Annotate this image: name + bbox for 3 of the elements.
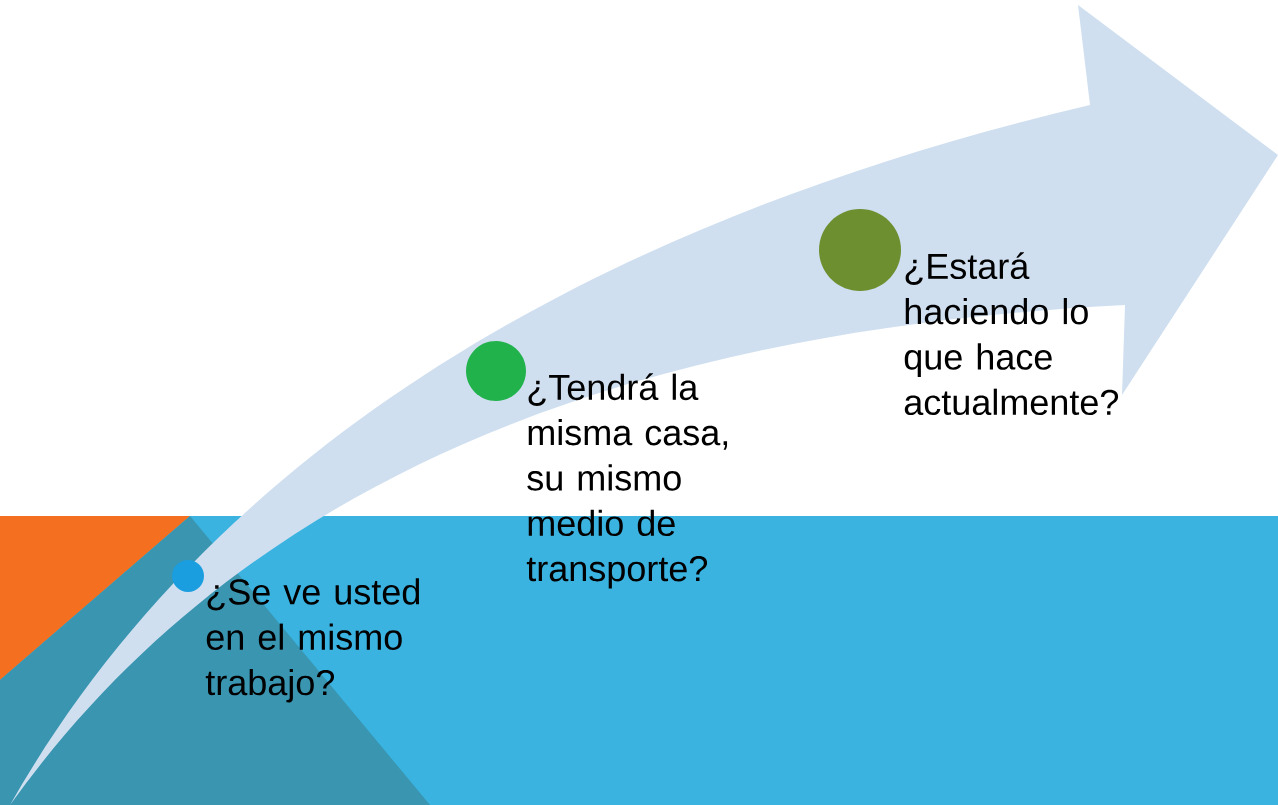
- question-text: ¿Se ve usted en el mismo trabajo?: [205, 578, 420, 703]
- question-text: ¿Tendrá la misma casa, su mismo medio de transporte?: [526, 373, 728, 589]
- question-text: ¿Estará haciendo lo que hace actualmente?: [904, 252, 1119, 416]
